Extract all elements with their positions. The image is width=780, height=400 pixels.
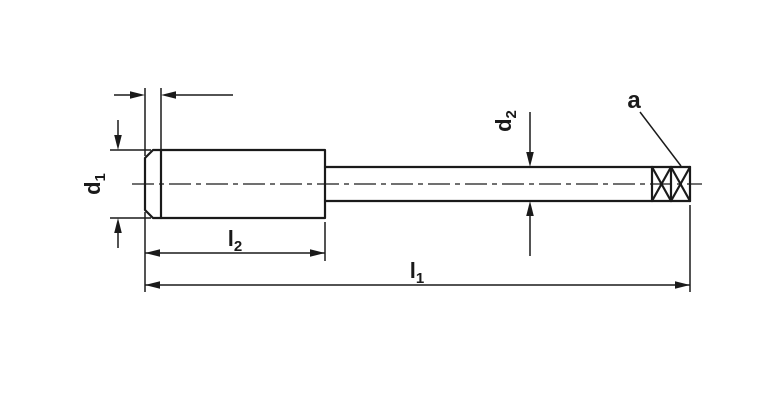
label-d1-sub: 1	[92, 173, 109, 181]
dimension-lines	[110, 88, 691, 292]
label-l2-main: l	[228, 226, 234, 251]
a-leader-line	[639, 111, 682, 167]
d2-arrow-bottom	[526, 201, 534, 216]
l1-arrow-left	[145, 281, 160, 289]
dimension-labels: d1 d2 l2 l1 a	[80, 87, 641, 287]
arrowheads	[114, 91, 690, 289]
thread-body-outline	[143, 148, 327, 220]
label-d1: d1	[80, 173, 109, 195]
d2-arrow-top	[526, 152, 534, 167]
label-a: a	[627, 87, 641, 114]
label-l1-sub: 1	[416, 270, 424, 287]
label-d2-main: d	[491, 118, 516, 131]
d1-arrow-top	[114, 135, 122, 150]
chamfer-arrow-right	[161, 91, 176, 99]
label-l1-main: l	[410, 258, 416, 283]
l2-arrow-left	[145, 249, 160, 257]
label-d2: d2	[491, 110, 520, 132]
label-d1-main: d	[80, 181, 105, 194]
chamfer-arrow-left	[130, 91, 145, 99]
label-d2-sub: 2	[503, 110, 520, 118]
label-l2-sub: 2	[234, 238, 242, 255]
label-l2: l2	[228, 226, 242, 255]
l1-arrow-right	[675, 281, 690, 289]
d1-arrow-bottom	[114, 218, 122, 233]
label-l1: l1	[410, 258, 424, 287]
l2-arrow-right	[310, 249, 325, 257]
